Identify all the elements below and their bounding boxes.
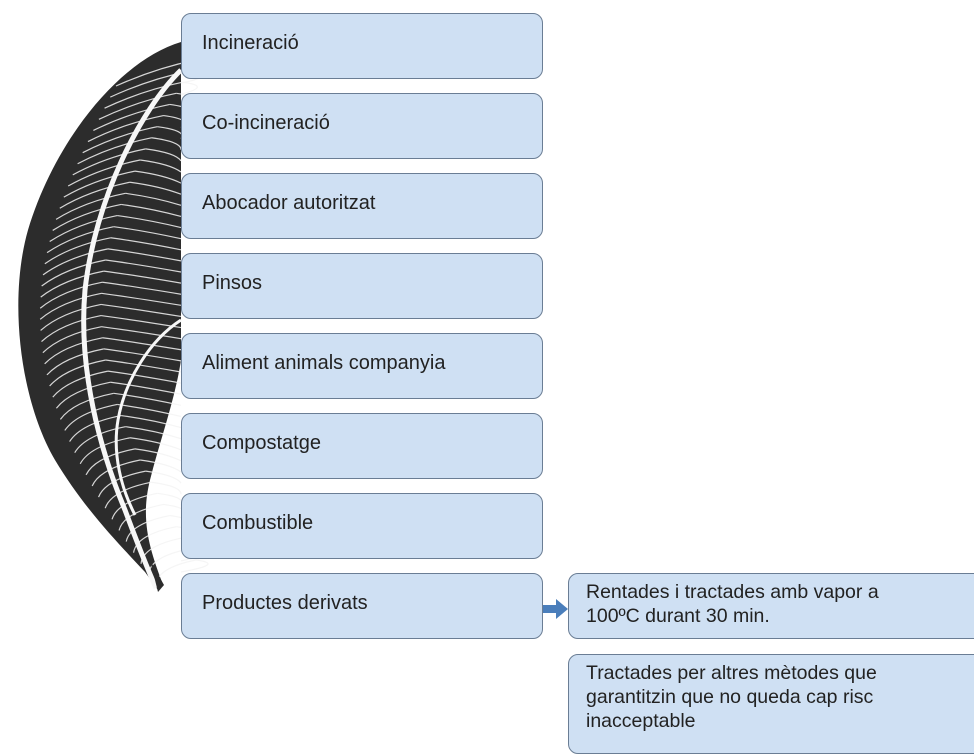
destination-label: Incineració	[202, 32, 299, 54]
sub-box-line: inacceptable	[586, 709, 974, 733]
sub-box-other-methods: Tractades per altres mètodes que garanti…	[568, 654, 974, 754]
destination-box-composting: Compostatge	[181, 413, 543, 479]
destination-box-incineration: Incineració	[181, 13, 543, 79]
sub-box-line: Tractades per altres mètodes que	[586, 661, 974, 685]
destination-label: Abocador autoritzat	[202, 192, 375, 214]
sub-box-line: garantitzin que no queda cap risc	[586, 685, 974, 709]
destination-label: Pinsos	[202, 272, 262, 294]
destination-box-co-incineration: Co-incineració	[181, 93, 543, 159]
destination-box-landfill: Abocador autoritzat	[181, 173, 543, 239]
sub-box-steam-treatment: Rentades i tractades amb vapor a 100ºC d…	[568, 573, 974, 639]
destination-box-fuel: Combustible	[181, 493, 543, 559]
destination-box-derived-products: Productes derivats	[181, 573, 543, 639]
destination-label: Co-incineració	[202, 112, 330, 134]
destination-label: Compostatge	[202, 432, 321, 454]
right-arrow-icon	[543, 598, 569, 620]
destination-box-feed: Pinsos	[181, 253, 543, 319]
sub-box-line: Rentades i tractades amb vapor a	[586, 580, 974, 604]
destination-label: Combustible	[202, 512, 313, 534]
destination-label: Productes derivats	[202, 592, 368, 614]
destination-label: Aliment animals companyia	[202, 352, 445, 374]
sub-box-line: 100ºC durant 30 min.	[586, 604, 974, 628]
destination-box-pet-food: Aliment animals companyia	[181, 333, 543, 399]
